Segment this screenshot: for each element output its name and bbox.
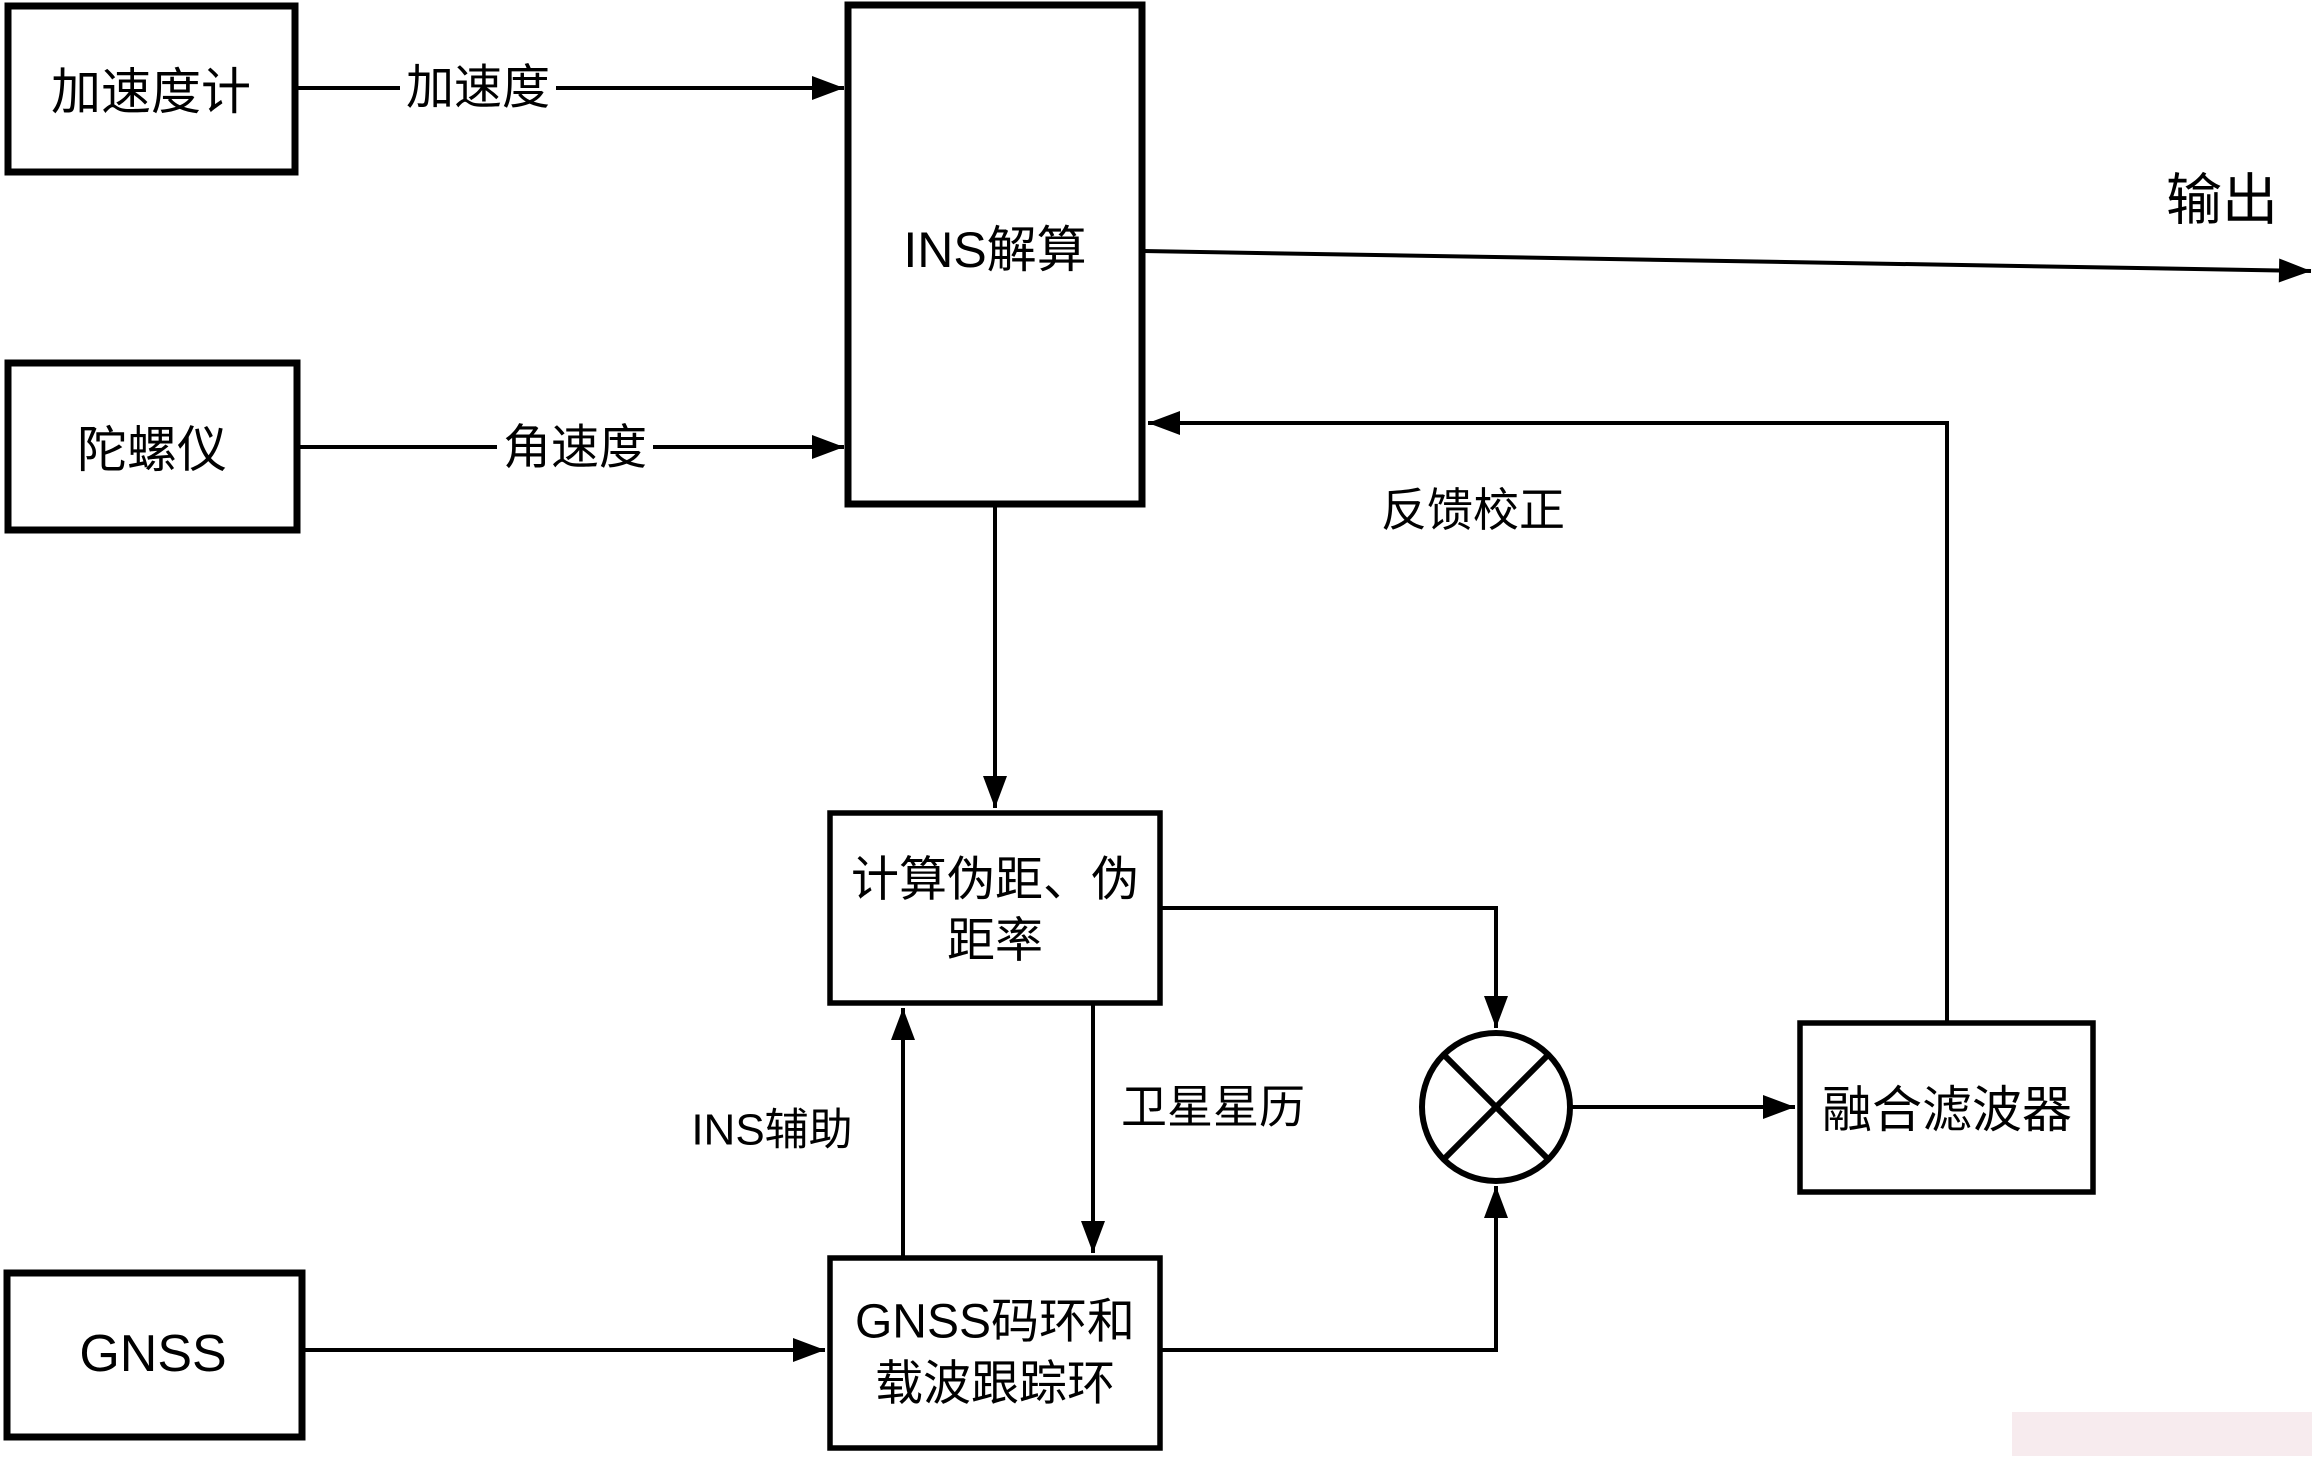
ins-solver-label: INS解算 — [903, 222, 1086, 278]
accelerometer-label: 加速度计 — [51, 64, 251, 120]
node-gyroscope: 陀螺仪 — [4, 359, 301, 534]
edge-feedback-correction — [1148, 411, 1949, 1023]
gnss-tracking-loop-label-line2: 载波跟踪环 — [875, 1358, 1115, 1411]
gyroscope-box — [4, 359, 301, 534]
node-gnss-tracking-loop: GNSS码环和 载波跟踪环 — [827, 1255, 1163, 1451]
gnss-tracking-loop-box — [827, 1255, 1163, 1451]
watermark-strip — [2012, 1412, 2312, 1456]
pseudorange-calc-label-line2: 距率 — [947, 915, 1043, 968]
gnss-label: GNSS — [79, 1325, 226, 1383]
node-fusion-filter: 融合滤波器 — [1797, 1020, 2096, 1195]
satellite-ephemeris-label: 卫星星历 — [1121, 1081, 1305, 1133]
node-accelerometer: 加速度计 — [4, 2, 299, 176]
angular-rate-label: 角速度 — [503, 422, 647, 475]
output-label: 输出 — [2166, 169, 2278, 232]
acceleration-label: 加速度 — [406, 62, 550, 115]
ins-solver-box — [844, 1, 1146, 508]
feedback-correction-label: 反馈校正 — [1381, 484, 1565, 536]
angular-rate-label-bg — [497, 419, 653, 476]
edge-pseudorange-to-mixer — [1160, 906, 1508, 1028]
gyroscope-label: 陀螺仪 — [77, 422, 227, 478]
node-pseudorange-calc: 计算伪距、伪 距率 — [827, 810, 1163, 1006]
ins-aiding-label: INS辅助 — [691, 1106, 852, 1155]
pseudorange-calc-box — [827, 810, 1163, 1006]
edge-labels: 加速度 角速度 输出 反馈校正 INS辅助 卫星星历 — [400, 59, 2278, 1155]
gnss-tracking-loop-label-line1: GNSS码环和 — [855, 1296, 1135, 1349]
edge-output — [1141, 249, 2312, 283]
node-ins-solver: INS解算 — [844, 1, 1146, 508]
accelerometer-box — [4, 2, 299, 176]
node-mixer — [1419, 1030, 1573, 1184]
fusion-filter-label: 融合滤波器 — [1822, 1082, 2072, 1138]
acceleration-label-bg — [400, 59, 556, 116]
pseudorange-calc-label-line1: 计算伪距、伪 — [851, 854, 1139, 907]
gnss-box — [3, 1269, 306, 1441]
node-gnss: GNSS — [3, 1269, 306, 1441]
fusion-filter-box — [1797, 1020, 2096, 1195]
multiplier-diagonal-2 — [1441, 1052, 1551, 1162]
edge-tracking-to-mixer — [1160, 1186, 1508, 1352]
